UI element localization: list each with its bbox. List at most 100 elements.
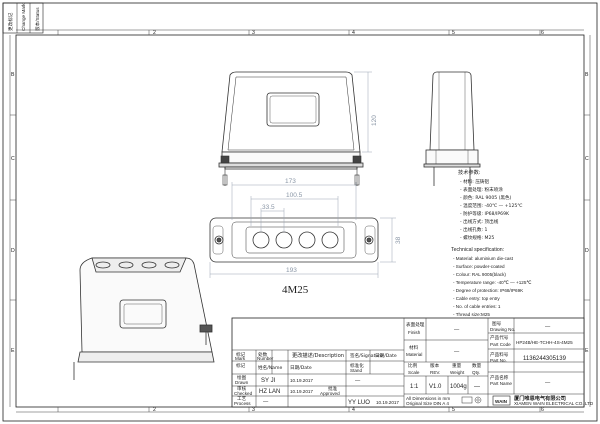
svg-text:- 出线孔数: 1: - 出线孔数: 1 [460, 226, 488, 233]
svg-text:HP24B/HE-TCHH-4S-4M25: HP24B/HE-TCHH-4S-4M25 [516, 340, 573, 345]
svg-text:工艺: 工艺 [237, 396, 247, 402]
svg-text:- Temperature range: -40℃ — +1: - Temperature range: -40℃ — +125℃ [453, 280, 532, 285]
svg-text:Mark: Mark [235, 356, 246, 361]
svg-text:Part Name: Part Name [490, 381, 512, 386]
company-logo: WAIN [492, 395, 511, 406]
svg-text:Stand: Stand [350, 368, 362, 373]
svg-text:Technical specification:: Technical specification: [451, 247, 504, 253]
top-view-dimensions: 173 100.5 33.5 38 193 [209, 178, 402, 278]
svg-text:Qty.: Qty. [472, 370, 480, 375]
title-block: 标记 Mark 处数 Number 更改描述/Description 签名/Si… [231, 317, 594, 408]
svg-text:标记: 标记 [236, 351, 246, 358]
svg-text:10.19.2017: 10.19.2017 [290, 389, 313, 394]
zone-bottom-3: 3 [252, 407, 255, 413]
svg-text:Approved: Approved [320, 391, 340, 396]
svg-text:更改标记: 更改标记 [7, 12, 14, 31]
svg-text:Change Mark: Change Mark [21, 3, 26, 31]
svg-text:173: 173 [285, 178, 296, 185]
svg-text:- 螺纹规格: M25: - 螺纹规格: M25 [460, 234, 494, 241]
svg-text:33.5: 33.5 [262, 204, 275, 211]
zone-ticks [10, 30, 590, 412]
svg-text:REV.: REV. [430, 370, 440, 375]
zone-right-c: C [585, 156, 589, 162]
svg-text:193: 193 [286, 267, 297, 274]
svg-text:标记: 标记 [236, 362, 246, 369]
svg-text:图号: 图号 [492, 321, 502, 327]
svg-text:V1.0: V1.0 [429, 384, 442, 390]
svg-text:HZ LAN: HZ LAN [259, 389, 280, 395]
svg-text:10.19.2017: 10.19.2017 [290, 378, 313, 383]
zone-right-b: B [585, 72, 589, 78]
svg-text:数量: 数量 [472, 362, 482, 369]
svg-text:Checked: Checked [234, 391, 253, 396]
svg-text:100.5: 100.5 [286, 192, 303, 199]
svg-text:—: — [474, 384, 480, 390]
svg-text:姓名/Name: 姓名/Name [258, 364, 282, 371]
svg-text:All Dimensions in mm: All Dimensions in mm [406, 396, 450, 401]
svg-text:—: — [454, 327, 460, 333]
svg-text:更改描述/Description: 更改描述/Description [292, 351, 344, 359]
zone-right-d: D [585, 248, 589, 254]
zone-bottom-2: 2 [153, 407, 156, 413]
top-view [209, 217, 379, 263]
svg-text:Original Size DIN A 4: Original Size DIN A 4 [406, 401, 449, 406]
front-view-screws [220, 155, 362, 186]
svg-text:重量: 重量 [452, 362, 462, 369]
svg-text:YY LUO: YY LUO [348, 400, 370, 406]
revision-tab: 更改标记 Change Mark 版本/Status [2, 2, 44, 34]
side-view [423, 71, 481, 186]
svg-text:SY JI: SY JI [261, 378, 276, 384]
svg-text:材料: 材料 [409, 344, 419, 351]
model-label: 4M25 [282, 284, 309, 296]
zone-top-2: 2 [153, 30, 156, 36]
svg-text:10.19.2017: 10.19.2017 [376, 400, 399, 405]
svg-text:- Surface: powder-coated: - Surface: powder-coated [453, 264, 505, 269]
svg-text:Part No.: Part No. [490, 358, 507, 363]
zone-left-c: C [11, 156, 15, 162]
svg-text:表面处理: 表面处理 [406, 321, 425, 328]
projection-symbol-icon [461, 396, 482, 404]
svg-text:- 温度范围: -40℃ — +125℃: - 温度范围: -40℃ — +125℃ [460, 202, 522, 209]
svg-text:Material: Material [406, 352, 422, 357]
svg-text:- 防护等级: IP68/IP69K: - 防护等级: IP68/IP69K [460, 210, 510, 217]
svg-text:厦门唯恩电气有限公司: 厦门唯恩电气有限公司 [514, 394, 566, 402]
zone-bottom-5: 5 [452, 407, 455, 413]
zone-left-d: D [11, 248, 15, 254]
svg-text:Process: Process [234, 401, 251, 406]
svg-text:产品料号: 产品料号 [490, 351, 509, 358]
svg-text:版本/Status: 版本/Status [34, 7, 41, 31]
svg-text:- 表面处理: 粉末喷涂: - 表面处理: 粉末喷涂 [460, 186, 503, 193]
svg-text:Drawn: Drawn [235, 380, 249, 385]
svg-text:38: 38 [395, 236, 402, 244]
svg-text:- Colour: RAL 9005(black): - Colour: RAL 9005(black) [453, 272, 506, 277]
height-dimension: 120 [354, 71, 378, 153]
zone-top-3: 3 [252, 30, 255, 36]
svg-text:审核: 审核 [237, 385, 247, 392]
svg-text:XIAMEN WAIN ELECTRICAL CO.,LTD: XIAMEN WAIN ELECTRICAL CO.,LTD [514, 401, 594, 406]
svg-text:1136244305139: 1136244305139 [523, 356, 567, 362]
svg-text:—: — [263, 399, 269, 405]
svg-text:- 材料: 压铸铝: - 材料: 压铸铝 [460, 178, 490, 185]
zone-bottom-4: 4 [352, 407, 355, 413]
svg-text:1:1: 1:1 [410, 384, 419, 390]
svg-text:Finish: Finish [408, 330, 421, 335]
svg-text:120: 120 [371, 115, 378, 126]
zone-top-5: 5 [452, 30, 455, 36]
svg-text:签名/Signature: 签名/Signature [350, 352, 383, 359]
zone-left-e: E [11, 348, 15, 354]
svg-text:- 颜色: RAL 9005 (黑色): - 颜色: RAL 9005 (黑色) [460, 194, 512, 201]
svg-text:- Degree of protection: IP68/I: - Degree of protection: IP68/IP69K [453, 288, 524, 293]
svg-text:- Thread size:M25: - Thread size:M25 [453, 312, 490, 317]
svg-text:WAIN: WAIN [495, 399, 508, 404]
svg-text:日期/Date: 日期/Date [375, 353, 397, 359]
svg-text:Weight: Weight [450, 370, 465, 375]
svg-text:—: — [454, 349, 460, 355]
svg-text:- No. of cable entries: 1: - No. of cable entries: 1 [453, 304, 501, 309]
zone-top-4: 4 [352, 30, 355, 36]
svg-text:1004g: 1004g [450, 384, 467, 390]
svg-text:版本: 版本 [430, 362, 440, 369]
zone-right-e: E [585, 348, 589, 354]
svg-text:—: — [355, 378, 361, 384]
